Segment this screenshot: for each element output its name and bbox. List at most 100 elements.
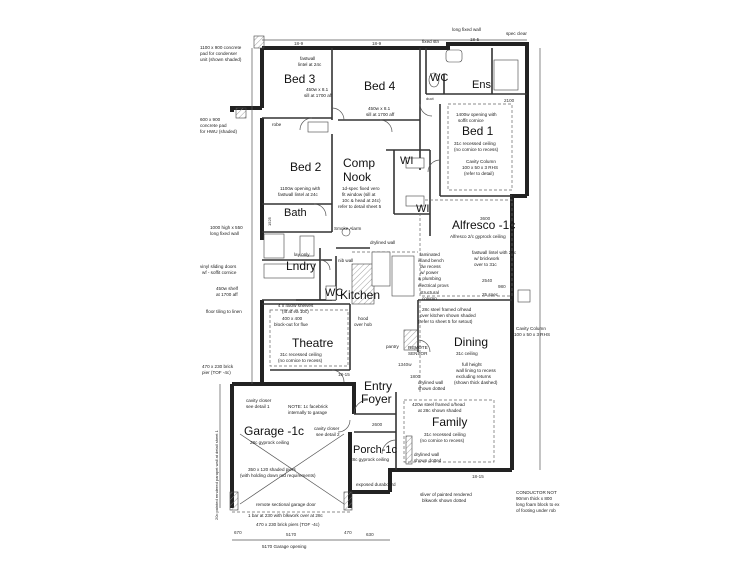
note-fixed-vero-4: refer to detail sheet 5 [338, 204, 382, 209]
note-vinyl-doors-2: wf - soffit cornice [202, 270, 237, 275]
room-label-wir1: WI [400, 155, 413, 167]
note-robe: robe [272, 122, 282, 127]
dim-mid-c: 1800 [410, 374, 421, 379]
door-swings [299, 103, 441, 455]
note-fastwall: fastwall [300, 56, 315, 61]
room-label-entry: Entry [364, 379, 392, 393]
note-window-bed4-2: sill at 1700 aff [366, 112, 395, 117]
note-spec-25: 25 spec [482, 292, 499, 297]
note-opening-bed1: 1400w opening with [456, 112, 497, 117]
note-fastwall-alf: fastwall lintel with 28c [472, 250, 517, 255]
dimension-lines [219, 39, 541, 541]
note-blockout: 400 x 400 [282, 316, 303, 321]
note-laminated-4: w/ power [420, 270, 439, 275]
note-fastwall-2: lintel at 24c [298, 62, 322, 67]
note-window-bed3: 450w x 8.1 [306, 87, 329, 92]
note-opening-bed2-2: fastwall lintel at 24c [278, 192, 319, 197]
note-hood: hood [358, 316, 369, 321]
hatched-features [229, 35, 419, 511]
room-label-lndry: Lndry [286, 259, 316, 273]
note-bath-pier: 1525 [267, 216, 272, 226]
note-full-height-3: excluding returns [456, 374, 492, 379]
note-laminated-3: dw recess [420, 264, 441, 269]
room-label-porch: Porch-1c [353, 444, 398, 456]
garage-door [239, 433, 345, 505]
note-nib-wall: nib wall [338, 258, 353, 263]
note-dryline-dotted-2: shown dotted [418, 386, 446, 391]
room-label-bed2: Bed 2 [290, 160, 322, 174]
note-condenser-pad: 1100 x 900 concrete [200, 45, 242, 50]
note-hwu-pad-2: concrete pad [200, 123, 227, 128]
note-left-vertical: 20c painted rendered parapet wall at det… [214, 429, 219, 520]
note-fastwall-alf-3: over to 31c [474, 262, 497, 267]
room-label-bath: Bath [284, 207, 307, 219]
note-cavity-closer-b-2: see detail 2 [316, 432, 340, 437]
note-window-bed3-2: sill at 1700 aff [304, 93, 333, 98]
note-cavity-column-3: (refer to detail) [464, 171, 494, 176]
dim-mid-a: 18-15 [338, 372, 350, 377]
note-brick-piers: 470 x 230 brick piers (TOF -4c) [256, 522, 320, 527]
note-recessed-theatre: 31c recessed ceiling [280, 352, 322, 357]
dim-top-b: 18-9 [372, 41, 382, 46]
note-garage-dim: 5170 Garage opening [262, 544, 307, 549]
note-beam: 28c steel framed o/head [422, 307, 472, 312]
note-laminated: laminated [420, 252, 440, 257]
note-recessed-bed1-2: (no cornice to recess) [454, 147, 499, 152]
room-label-garage: Garage -1c [244, 424, 304, 438]
note-shaded-piers-2: (with holding down rod requirements) [240, 473, 316, 478]
room-labels: Bed 3 Bed 4 WC Ens Bed 1 Bed 2 Comp Nook… [244, 72, 515, 456]
note-recessed-family-2: (no cornice to recess) [420, 438, 465, 443]
dim-top-c: 18-5 [470, 37, 480, 42]
note-brick-pier-l-2: pier (TOF -4c) [202, 370, 231, 375]
dim-right-a: 2100 [504, 98, 515, 103]
note-spec-clear: spec clear [506, 31, 527, 36]
note-conductor-3: long foam block to ex [516, 502, 560, 507]
fixtures [263, 49, 531, 303]
dim-bot-a: 670 [234, 530, 242, 535]
note-structural-2: column [422, 296, 437, 301]
room-label-theatre: Theatre [292, 336, 334, 350]
dim-bot-b: 470 [344, 530, 352, 535]
room-label-comp: Comp [343, 156, 375, 170]
note-electrical: electrical provs [418, 283, 449, 288]
dim-top-a: 18-9 [294, 41, 304, 46]
note-vinyl-doors: vinyl sliding doors [200, 264, 237, 269]
note-hood-2: over hob [354, 322, 372, 327]
dimension-labels: 18-9 18-9 18-5 2100 3600 2540 980 18-15 … [234, 37, 515, 537]
note-opening-bed1-2: soffit cornice [458, 118, 484, 123]
dim-bot-c: 5170 [286, 532, 297, 537]
note-fixed-vero-2: fit window (sill at [342, 192, 376, 197]
note-conductor-2: 90mm thick x 800 [516, 496, 552, 501]
dim-right-e: 18-15 [472, 474, 484, 479]
annotation-notes: long fixed wall spec clear fixed stn 110… [200, 27, 560, 549]
note-recessed-theatre-2: (no cornice to recess) [278, 358, 323, 363]
note-alfresco-ceiling: Alfresco 2/c gyprock ceiling [450, 234, 506, 239]
room-label-bed1: Bed 1 [462, 124, 494, 138]
dim-mid-b: 1340w [398, 362, 412, 367]
note-full-height-2: wall lining to recess [456, 368, 497, 373]
note-long-fixed-wall: long fixed wall [452, 27, 481, 32]
note-recessed-family: 31c recessed ceiling [424, 432, 466, 437]
note-beam-3: (refer to sheet 5 for setout) [418, 319, 473, 324]
note-cavity-closer-b: cavity closer [314, 426, 340, 431]
note-fixed-stn: fixed stn [422, 39, 440, 44]
room-label-ens: Ens [472, 79, 491, 91]
note-laminated-5: & plumbing [418, 276, 441, 281]
note-cavity-column-2: 100 x 50 x 3 RHS [462, 165, 498, 170]
room-label-nook: Nook [343, 170, 372, 184]
note-dryline-family: drylined wall [414, 452, 439, 457]
note-cavity-column-b-2: 100 x 50 x 3 RHS [514, 332, 550, 337]
note-blockout-2: block-out for flue [274, 322, 308, 327]
note-sectional-door: remote sectional garage door [256, 502, 316, 507]
dim-right-c: 2540 [482, 278, 493, 283]
note-garage: NOTE: 1c facebrick [288, 404, 329, 409]
note-hwu-pad: 600 x 900 [200, 117, 221, 122]
note-raked: 420w steel framed o/head [412, 402, 465, 407]
room-label-bed3: Bed 3 [284, 72, 316, 86]
note-shelf: 450w shelf [216, 286, 239, 291]
dashed-lines [232, 103, 513, 513]
note-shaded-piers: 350 x 120 shaded piers [248, 467, 296, 472]
note-wc-duct: duct [426, 96, 434, 101]
note-shelves-2: (fit at ea 10c) [282, 309, 309, 314]
